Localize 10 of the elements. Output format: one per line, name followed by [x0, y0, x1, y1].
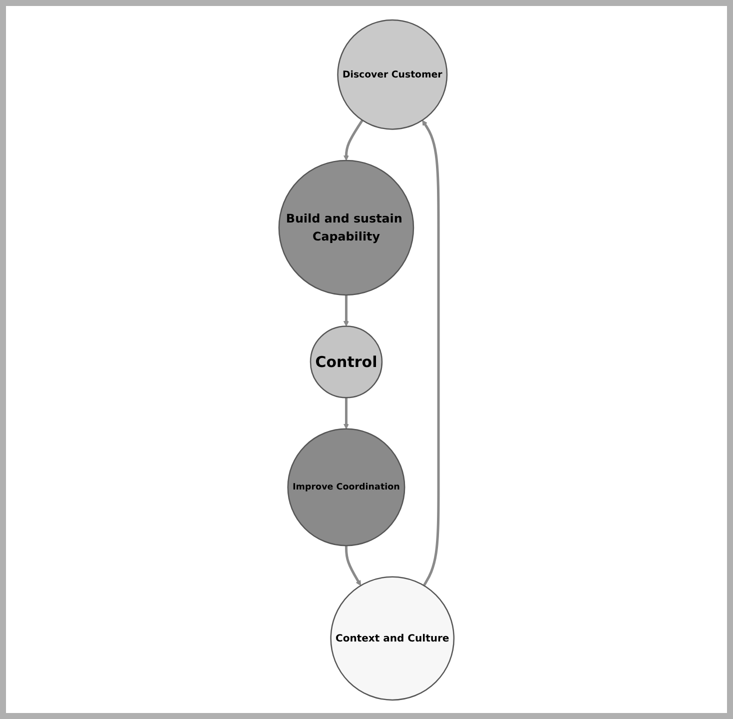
node-circle: Improve Coordination [287, 428, 406, 546]
arrow [422, 120, 440, 586]
node-circle: Build and sustain Capability [278, 159, 414, 296]
node-circle: Discover Customer [337, 18, 448, 130]
arrow [344, 294, 350, 326]
node-circle: Control [310, 325, 383, 398]
arrow [344, 397, 350, 429]
arrow [345, 545, 362, 586]
node-circle: Context and Culture [330, 576, 455, 700]
arrow [344, 119, 364, 160]
